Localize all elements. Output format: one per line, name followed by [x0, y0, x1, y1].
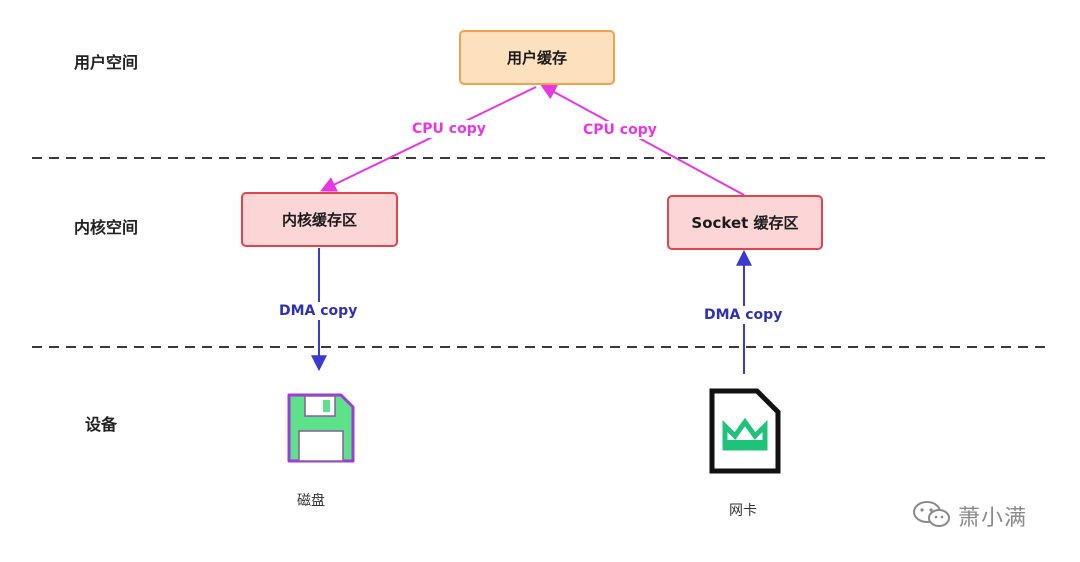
- disk-label: 磁盘: [297, 493, 325, 509]
- kernel-buffer-label: 内核缓存区: [281, 211, 357, 229]
- network-card-icon: [709, 388, 781, 478]
- wechat-icon: [912, 500, 952, 532]
- socket-buffer-label: Socket 缓存区: [691, 214, 799, 232]
- arrow-socket-to-user: [540, 84, 745, 196]
- edge-label-cpu-copy-left: CPU copy: [410, 120, 488, 138]
- network-card-label: 网卡: [729, 503, 757, 519]
- disk-icon: [285, 391, 357, 469]
- layer-label-kernel-space: 内核空间: [74, 218, 139, 237]
- layer-label-user-space: 用户空间: [74, 53, 139, 72]
- edge-label-cpu-copy-right: CPU copy: [581, 121, 659, 139]
- watermark-name: 萧小满: [958, 506, 1028, 531]
- socket-buffer-box: Socket 缓存区: [667, 195, 823, 250]
- layer-label-device: 设备: [85, 415, 118, 434]
- edge-label-dma-copy-left: DMA copy: [277, 302, 360, 320]
- user-buffer-label: 用户缓存: [506, 49, 567, 67]
- watermark: 萧小满: [912, 500, 1062, 532]
- edge-label-dma-copy-right: DMA copy: [702, 306, 785, 324]
- user-buffer-box: 用户缓存: [459, 30, 615, 85]
- kernel-buffer-box: 内核缓存区: [241, 192, 398, 247]
- arrow-user-to-kernel: [320, 86, 537, 192]
